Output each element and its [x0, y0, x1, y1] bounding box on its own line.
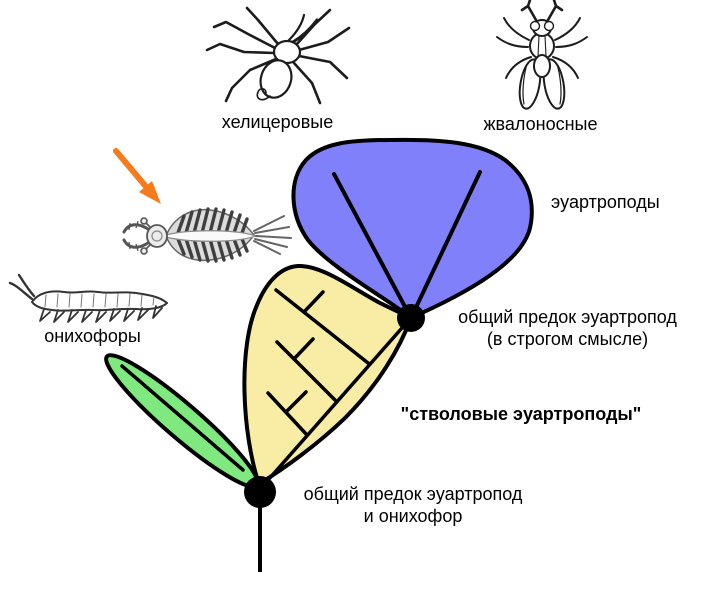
stem-branch-upper: [274, 288, 370, 365]
label-root-ancestor-line1: общий предок эуартропод: [303, 484, 523, 504]
crown-group-shape: [291, 137, 534, 321]
stem-branch-middle: [275, 337, 337, 402]
arrow-icon: [113, 148, 161, 204]
label-root-ancestor: общий предок эуартропод и онихофор: [282, 483, 544, 527]
root-ancestor-node: [244, 476, 276, 508]
stem-teardrop: [242, 263, 414, 488]
label-crown-ancestor: общий предок эуартропод (в строгом смысл…: [430, 306, 703, 350]
mandibulate-branch: [409, 170, 482, 320]
anomalocaris-icon: [122, 207, 292, 263]
crown-ancestor-node: [397, 304, 425, 332]
spider-icon: [205, 6, 351, 105]
label-onychophorans: онихофоры: [44, 326, 141, 346]
stem-branch-lower: [266, 390, 309, 437]
label-mandibulates: жвалоносные: [483, 114, 598, 134]
stem-spine: [259, 318, 411, 490]
label-crown-ancestor-line2: (в строгом смысле): [486, 329, 649, 349]
label-root-ancestor-line2: и онихофор: [363, 506, 463, 526]
fly-icon: [496, 0, 588, 110]
onychophora-branch: [120, 364, 245, 472]
label-euarthropods: эуартроподы: [551, 192, 660, 212]
label-stem-euarthropods: "стволовые эуартроподы": [400, 404, 642, 424]
velvet-worm-icon: [8, 273, 168, 323]
onychophora-shape: [104, 353, 260, 489]
label-chelicerates: хелицеровые: [221, 112, 334, 132]
stem-group-shape: [242, 263, 414, 490]
label-crown-ancestor-line1: общий предок эуартропод: [458, 307, 677, 327]
chelicerate-branch: [332, 172, 413, 320]
